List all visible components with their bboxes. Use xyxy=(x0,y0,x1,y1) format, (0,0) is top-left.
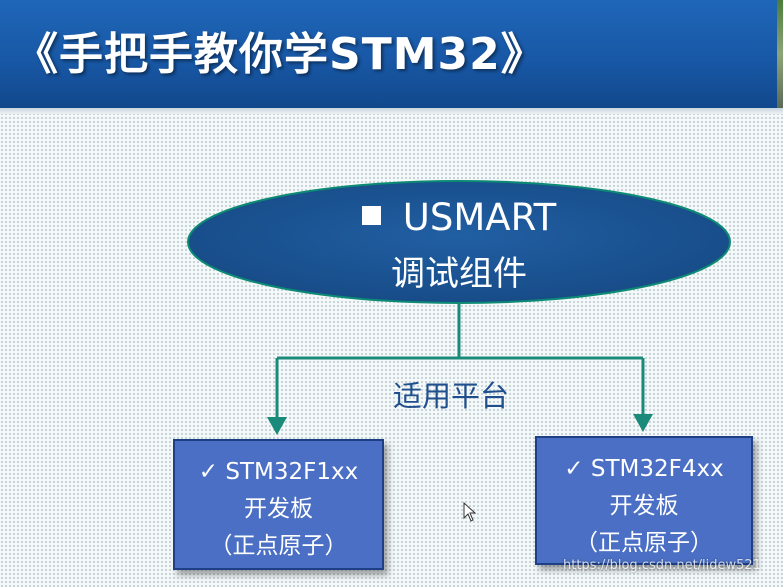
board-model-line: ✓ STM32F1xx xyxy=(175,459,382,485)
board-type: 开发板 xyxy=(609,493,679,519)
mouse-pointer-icon xyxy=(463,502,477,522)
board-card-f4: ✓ STM32F4xx 开发板 （正点原子） xyxy=(535,436,753,565)
component-name: USMART xyxy=(188,196,730,239)
component-subtitle: 调试组件 xyxy=(391,254,527,294)
title-bar-shadow xyxy=(0,108,783,114)
board-vendor: （正点原子） xyxy=(575,530,713,556)
check-icon: ✓ xyxy=(198,459,219,485)
check-icon: ✓ xyxy=(564,456,584,482)
arrow-down-left-icon xyxy=(267,417,287,435)
board-vendor: （正点原子） xyxy=(209,533,348,559)
usmart-label: USMART xyxy=(402,196,557,239)
slide-title: 《手把手教你学STM32》 xyxy=(14,29,546,80)
platform-label: 适用平台 xyxy=(393,379,510,413)
connector-lines xyxy=(275,303,645,424)
title-bar: 《手把手教你学STM32》 xyxy=(0,0,777,108)
board-model: STM32F1xx xyxy=(225,459,359,485)
board-type: 开发板 xyxy=(244,496,313,522)
board-card-f1: ✓ STM32F1xx 开发板 （正点原子） xyxy=(173,439,384,570)
watermark-url: https://blog.csdn.net/lidew521 xyxy=(563,558,761,573)
square-bullet-icon xyxy=(361,206,381,225)
board-model-line: ✓ STM32F4xx xyxy=(537,456,751,482)
arrow-down-right-icon xyxy=(633,414,653,432)
side-decoration xyxy=(777,0,783,108)
board-model: STM32F4xx xyxy=(590,456,724,482)
